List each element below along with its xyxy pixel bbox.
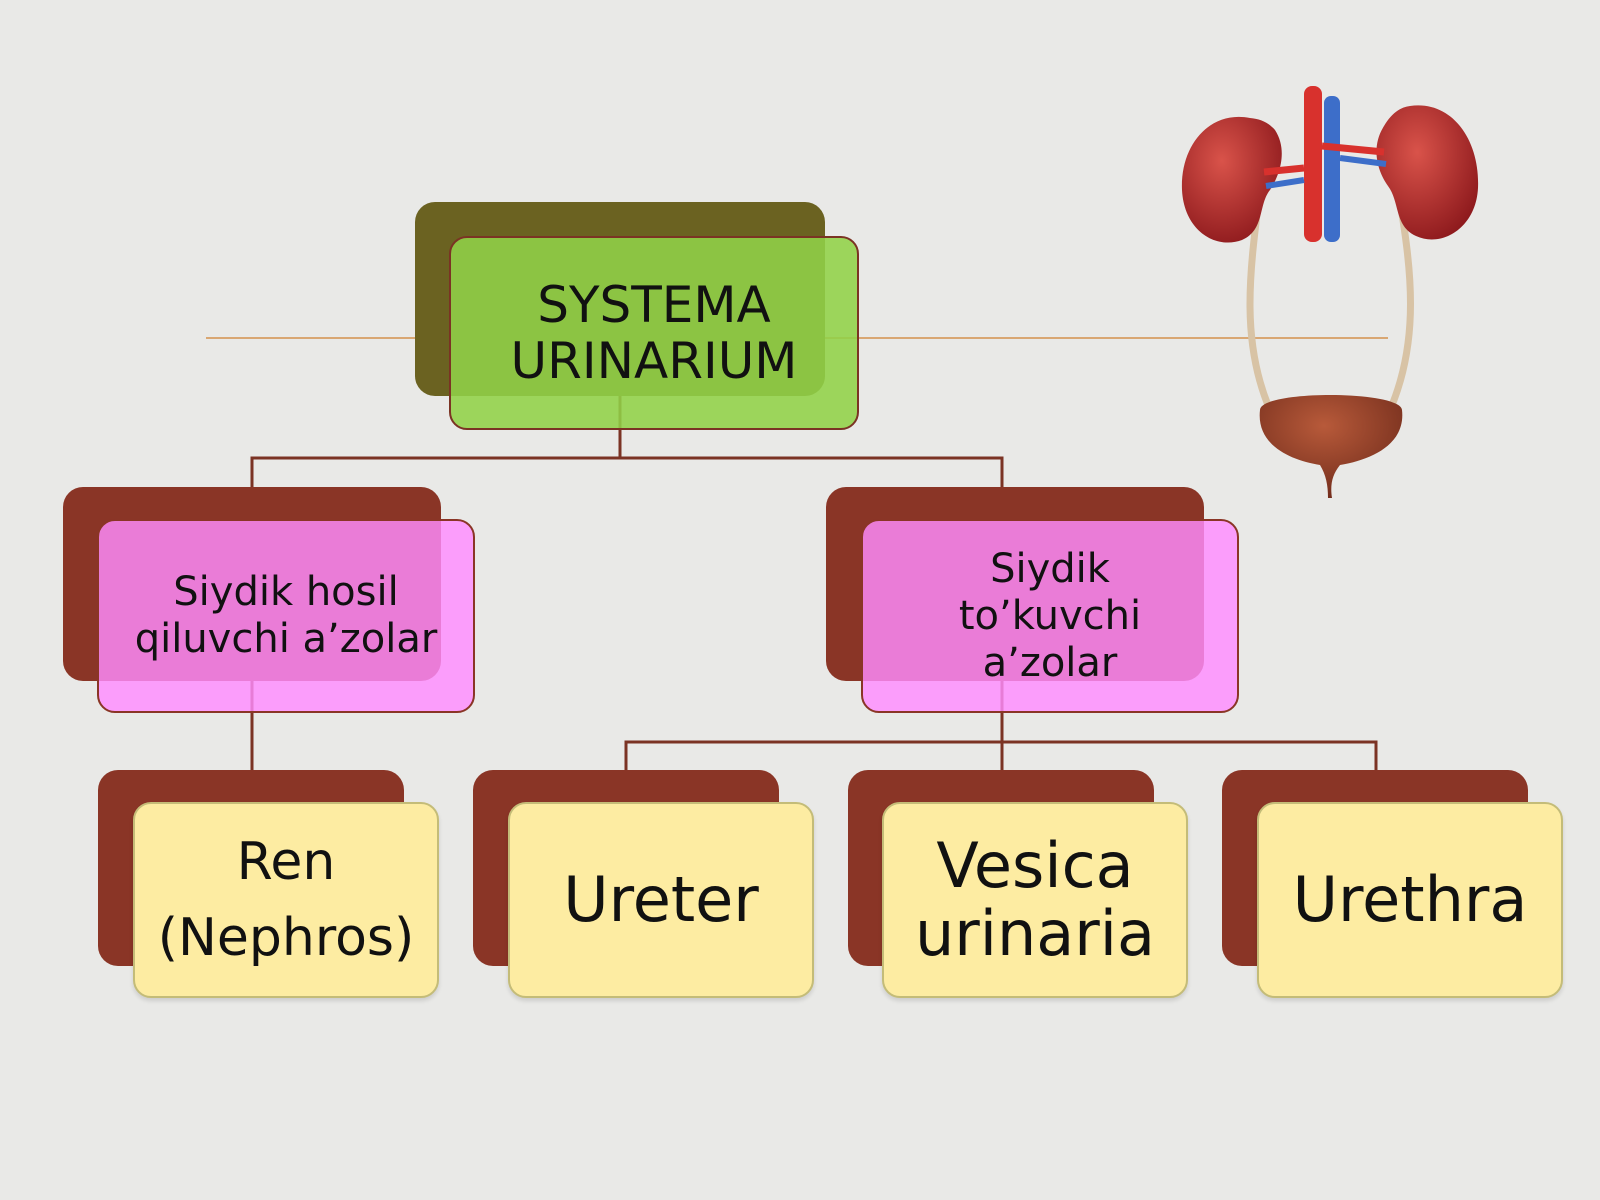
leaf-node-label: Ren (Nephros) [157, 832, 415, 968]
root-node-box: SYSTEMA URINARIUM [449, 236, 859, 430]
leaf-node-label: Ureter [563, 863, 759, 936]
connector-root-right [620, 456, 1004, 487]
category-node-box: Siydik hosil qiluvchi a’zolar [97, 519, 475, 713]
root-node-label: SYSTEMA URINARIUM [510, 276, 798, 390]
category-node-box: Siydik to’kuvchi a’zolar [861, 519, 1239, 713]
leaf-node-box: Vesica urinaria [882, 802, 1188, 998]
leaf-node-box: Urethra [1257, 802, 1563, 998]
leaf-node-label: Urethra [1292, 863, 1528, 936]
leaf-node-box: Ren (Nephros) [133, 802, 439, 998]
urinary-system-icon [1181, 86, 1479, 498]
connector-cat2-leaf4 [1002, 740, 1378, 770]
category-node-label: Siydik to’kuvchi a’zolar [958, 545, 1142, 686]
leaf-node-label: Vesica urinaria [914, 829, 1155, 970]
leaf-node-box: Ureter [508, 802, 814, 998]
category-node-label: Siydik hosil qiluvchi a’zolar [134, 569, 438, 662]
